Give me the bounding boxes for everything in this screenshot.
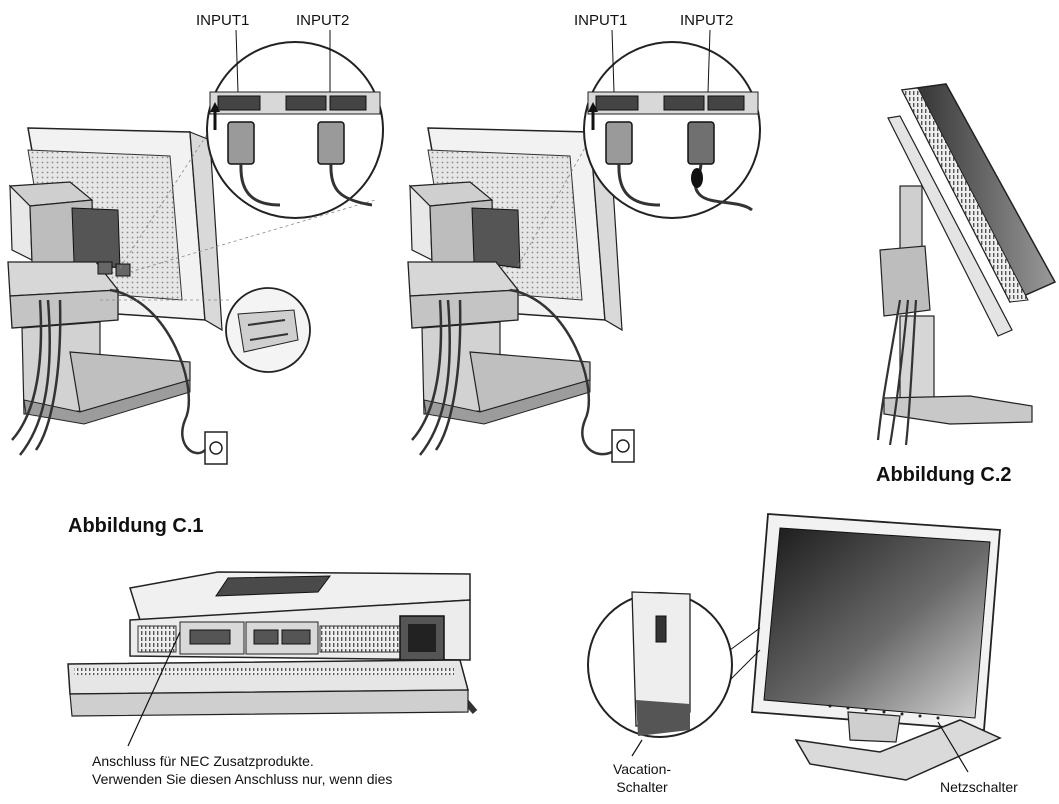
monitor-side-view	[876, 83, 1057, 446]
vacation-switch-inset	[587, 591, 761, 757]
nec-port-note-line1: Anschluss für NEC Zusatzprodukte.	[92, 753, 314, 769]
caption-figure-c1: Abbildung C.1	[68, 515, 204, 537]
vacation-switch-line1: Vacation-	[612, 761, 672, 777]
input-zoom-inset-2	[517, 29, 761, 267]
nec-port-note: Anschluss für NEC Zusatzprodukte. Verwen…	[92, 752, 552, 788]
vacation-switch-line2: Schalter	[616, 779, 668, 795]
cable-clip-inset	[100, 287, 311, 373]
monitor-rear-view-1	[7, 127, 228, 465]
nec-port-note-line2: Verwenden Sie diesen Anschluss nur, wenn…	[92, 771, 393, 787]
input1-label: INPUT1	[196, 12, 250, 29]
vacation-switch-label: Vacation- Schalter	[592, 760, 692, 796]
rear-connector-panel	[67, 571, 478, 747]
power-switch-label: Netzschalter	[940, 779, 1018, 795]
monitor-front-view	[751, 513, 1002, 781]
input1-label-2: INPUT1	[574, 12, 628, 29]
caption-figure-c2: Abbildung C.2	[876, 464, 1012, 486]
input2-label-2: INPUT2	[680, 12, 734, 29]
monitor-rear-view-2	[407, 127, 635, 463]
input2-label: INPUT2	[296, 12, 350, 29]
input-zoom-inset-1	[119, 29, 384, 273]
